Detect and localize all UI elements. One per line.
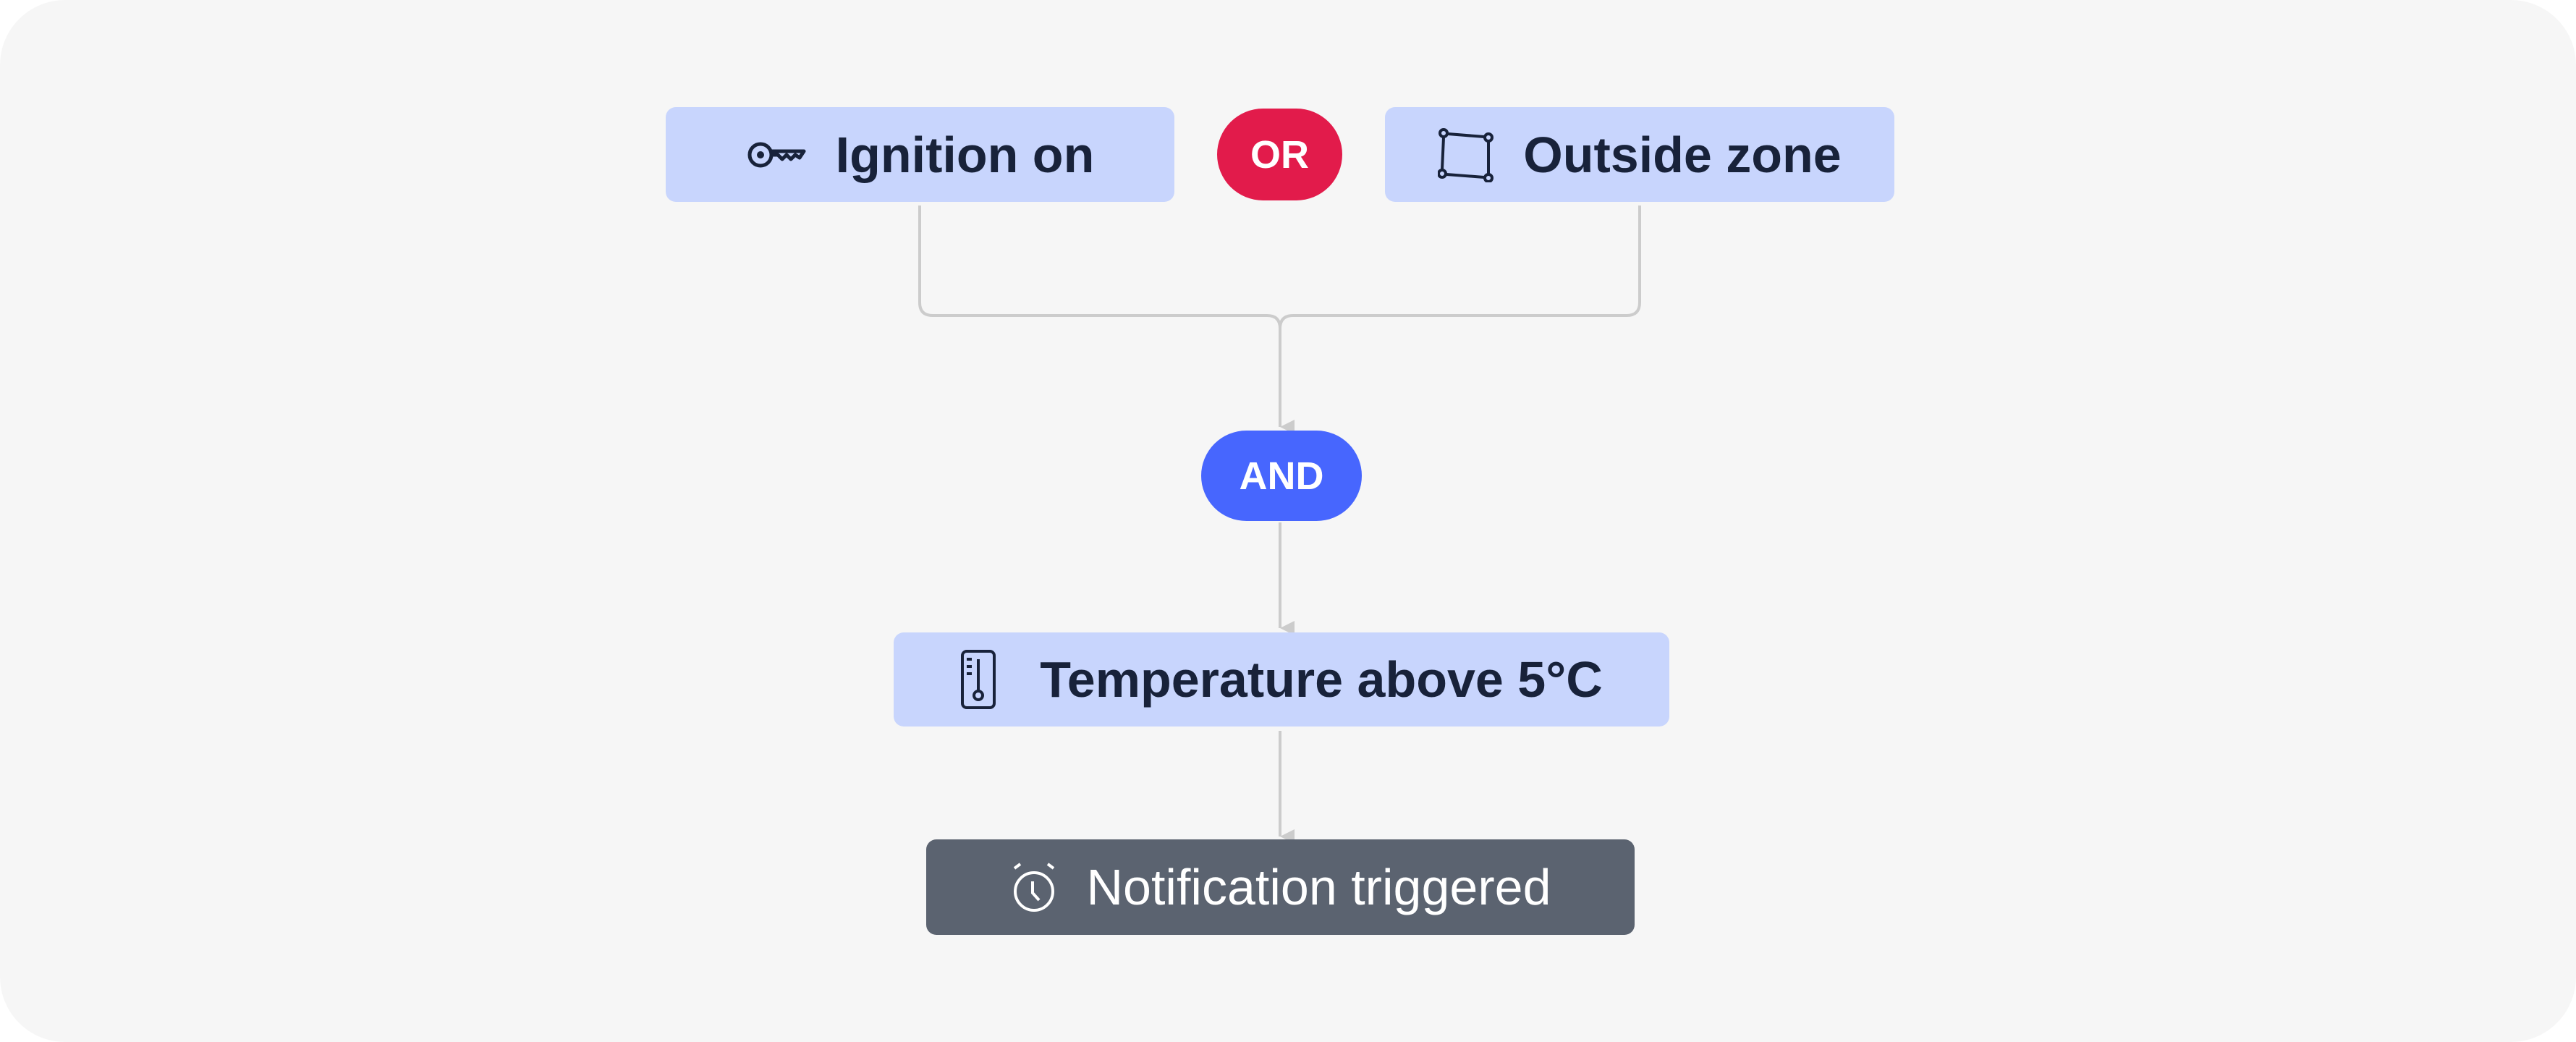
condition-outside-zone[interactable]: Outside zone: [1385, 107, 1894, 202]
key-icon: [746, 140, 807, 169]
result-label: Notification triggered: [1086, 859, 1551, 915]
result-notification-triggered[interactable]: Notification triggered: [926, 839, 1635, 935]
edge-ignition-to-and: [918, 206, 1295, 434]
condition-ignition-on[interactable]: Ignition on: [666, 107, 1174, 202]
thermometer-icon: [960, 649, 996, 710]
zone-polygon-icon: [1438, 127, 1494, 182]
condition-label: Temperature above 5°C: [1040, 651, 1603, 708]
condition-label: Ignition on: [835, 126, 1095, 183]
operator-or[interactable]: OR: [1217, 109, 1342, 200]
edge-zone-to-and: [1279, 206, 1641, 329]
operator-and[interactable]: AND: [1201, 431, 1362, 521]
operator-label: AND: [1239, 454, 1324, 498]
alarm-clock-icon: [1010, 861, 1058, 913]
condition-label: Outside zone: [1523, 126, 1842, 183]
condition-temperature[interactable]: Temperature above 5°C: [894, 632, 1669, 727]
operator-label: OR: [1250, 132, 1309, 177]
